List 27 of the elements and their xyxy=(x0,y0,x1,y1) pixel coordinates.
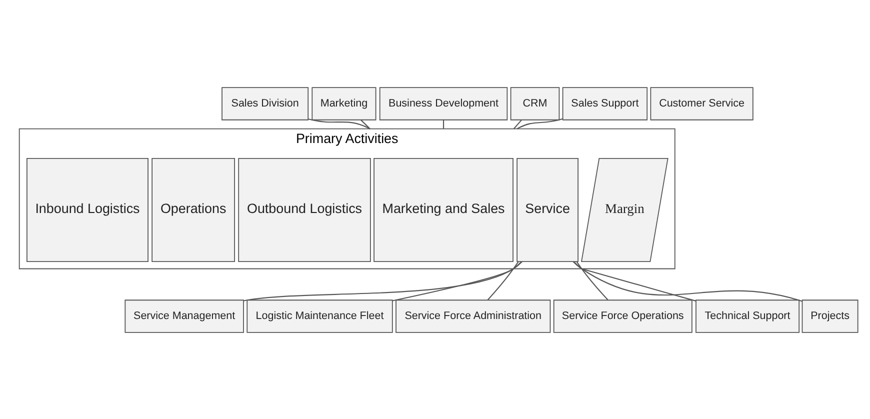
node-box: Marketing and Sales xyxy=(374,157,514,262)
connector xyxy=(487,260,519,300)
node-box: Service Management xyxy=(124,299,244,332)
connector xyxy=(244,260,522,301)
connector xyxy=(576,260,608,300)
connector xyxy=(513,119,522,129)
connector xyxy=(360,119,370,129)
node-box: Technical Support xyxy=(696,299,800,332)
node-box: Inbound Logistics xyxy=(26,157,148,262)
connector xyxy=(308,118,370,129)
node-box: Marketing xyxy=(312,86,376,120)
node-box: Service xyxy=(516,157,578,262)
node-box: Sales Division xyxy=(222,86,309,120)
node-box: Sales Support xyxy=(562,86,648,120)
connector xyxy=(392,260,522,301)
connector xyxy=(574,260,696,301)
node-box: Outbound Logistics xyxy=(238,157,371,262)
node-box: Customer Service xyxy=(650,86,754,120)
connector xyxy=(572,260,802,302)
node-box: Operations xyxy=(152,157,236,262)
node-box: Logistic Maintenance Fleet xyxy=(246,299,393,332)
node-box: Business Development xyxy=(379,86,508,120)
node-box: Service Force Administration xyxy=(396,299,551,332)
node-box: Projects xyxy=(802,299,858,332)
connector xyxy=(442,120,444,128)
node-box: CRM xyxy=(510,86,560,120)
node-box: Service Force Operations xyxy=(553,299,692,332)
